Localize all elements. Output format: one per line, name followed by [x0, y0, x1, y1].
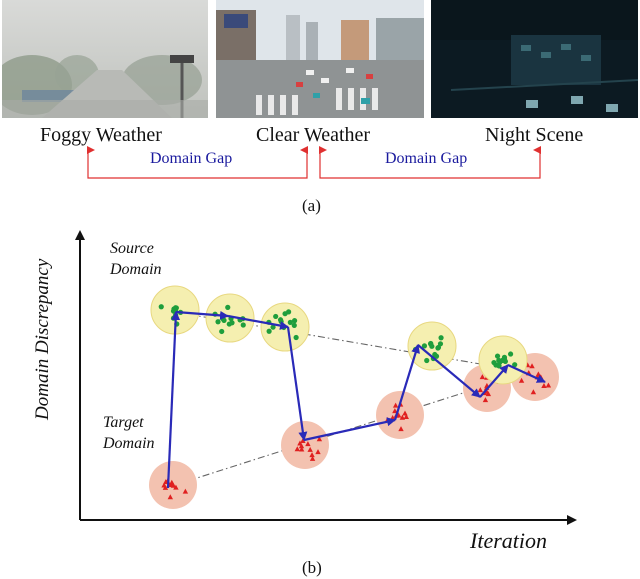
target-sample-mark	[518, 377, 525, 383]
source-sample-dot	[421, 343, 428, 349]
target-sample-mark	[294, 446, 301, 452]
source-sample-dot	[225, 304, 231, 310]
source-sample-dot	[219, 328, 225, 335]
target-domain-cluster	[281, 421, 329, 469]
target-sample-mark	[398, 426, 404, 432]
domain-gap-connectors	[87, 146, 541, 179]
source-sample-dot	[494, 353, 501, 359]
source-sample-dot	[512, 362, 518, 368]
target-sample-mark	[173, 484, 179, 490]
domain-gap-bracket-right	[319, 146, 541, 179]
target-sample-mark	[298, 443, 305, 449]
target-sample-mark	[297, 440, 303, 446]
adaptation-step-arrow	[303, 417, 396, 442]
target-domain-label: Target Domain	[103, 414, 155, 452]
adaptation-step-arrow	[417, 344, 481, 398]
source-sample-dot	[424, 357, 430, 364]
target-sample-mark	[182, 488, 189, 494]
target-sample-mark	[485, 391, 492, 397]
x-axis-label: Iteration	[469, 528, 547, 553]
adaptation-step-arrow	[479, 364, 509, 398]
target-sample-mark	[162, 484, 169, 490]
domain-gap-label-left: Domain Gap	[150, 150, 233, 167]
source-sample-dot	[215, 319, 221, 325]
adaptation-step-arrow	[507, 364, 546, 383]
clear-weather-label: Clear Weather	[256, 124, 371, 146]
target-sample-mark	[309, 455, 316, 461]
target-sample-mark	[541, 382, 547, 388]
source-sample-dot	[499, 357, 506, 363]
target-sample-mark	[399, 414, 406, 420]
clear-intersection-photo	[216, 0, 424, 118]
adaptation-step-arrow	[393, 344, 420, 421]
target-sample-mark	[392, 402, 399, 408]
caption-a: (a)	[302, 196, 321, 215]
source-sample-dot	[158, 304, 164, 310]
target-sample-mark	[307, 446, 313, 452]
adaptation-step-arrow	[286, 326, 308, 441]
source-sample-dot	[287, 319, 293, 325]
target-sample-mark	[392, 408, 398, 414]
domain-gap-label-right: Domain Gap	[385, 150, 468, 167]
target-sample-mark	[530, 389, 537, 395]
adaptation-step-arrow	[166, 311, 181, 489]
foggy-weather-label: Foggy Weather	[40, 124, 162, 146]
target-sample-mark	[167, 494, 174, 500]
source-sample-dot	[491, 359, 497, 366]
source-sample-dot	[435, 344, 442, 351]
source-sample-dot	[270, 324, 276, 330]
night-parking-photo	[431, 0, 638, 118]
source-domain-label: Source Domain	[110, 240, 162, 278]
domain-gap-bracket-left	[87, 146, 308, 179]
adaptation-step-arrow	[175, 310, 229, 320]
source-sample-dot	[291, 318, 298, 324]
source-sample-dot	[282, 311, 288, 317]
source-sample-dot	[240, 322, 246, 328]
target-sample-mark	[316, 436, 323, 442]
target-sample-mark	[482, 397, 489, 403]
source-sample-dot	[266, 328, 272, 334]
source-sample-dot	[508, 351, 514, 357]
target-sample-mark	[402, 410, 408, 416]
y-axis-label: Domain Discrepancy	[32, 258, 53, 421]
target-sample-mark	[309, 452, 315, 458]
source-sample-dot	[429, 343, 435, 349]
target-sample-mark	[298, 446, 305, 452]
target-sample-mark	[529, 363, 535, 369]
target-sample-mark	[545, 382, 552, 388]
adaptation-step-arrow	[227, 314, 289, 330]
source-sample-dot	[273, 313, 279, 320]
target-sample-mark	[479, 374, 486, 380]
source-sample-dot	[229, 320, 235, 326]
source-sample-dot	[293, 334, 299, 341]
source-sample-dot	[438, 335, 444, 341]
night-scene-label: Night Scene	[485, 124, 584, 146]
target-sample-mark	[163, 479, 169, 485]
target-sample-mark	[305, 441, 311, 447]
source-sample-dot	[291, 322, 297, 328]
caption-b: (b)	[302, 558, 322, 577]
target-sample-mark	[403, 413, 410, 419]
target-sample-mark	[170, 482, 177, 488]
source-sample-dot	[278, 318, 284, 325]
target-sample-mark	[315, 449, 321, 455]
foggy-street-photo	[2, 0, 208, 118]
